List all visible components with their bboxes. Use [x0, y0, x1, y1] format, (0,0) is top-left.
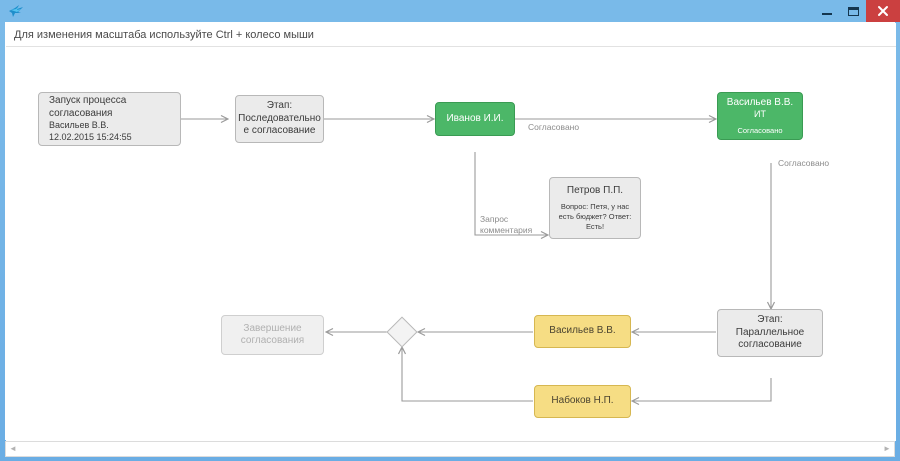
approver-vasilev-parallel-label: Васильев В.В. [549, 325, 616, 337]
minimize-button[interactable] [814, 0, 840, 22]
approver-vasilev-it-status: Согласовано [737, 125, 783, 135]
approver-vasilev-parallel-node[interactable]: Васильев В.В. [534, 315, 631, 348]
scroll-left-arrow-icon[interactable]: ◄ [9, 444, 17, 453]
stage-parallel-line2: Параллельное [735, 326, 805, 338]
edge-label-approved-ivanov: Согласовано [528, 122, 580, 132]
edge-stage-parallel-to-nabokov [632, 378, 772, 401]
edge-label-approved-vasilev: Согласовано [778, 158, 830, 168]
diagram-canvas-wrapper[interactable]: Запуск процесса согласования Васильев В.… [6, 46, 896, 441]
stage-sequential-line2: Последовательно [238, 112, 321, 124]
client-area: Для изменения масштаба используйте Ctrl … [5, 22, 896, 441]
approver-ivanov-label: Иванов И.И. [446, 112, 504, 124]
horizontal-scrollbar[interactable]: ◄ ► [5, 441, 895, 457]
app-bird-icon [8, 4, 24, 18]
zoom-hint-text: Для изменения масштаба используйте Ctrl … [6, 23, 896, 47]
approver-vasilev-it-dept: ИТ [754, 109, 766, 120]
start-process-timestamp: 12.02.2015 15:24:55 [49, 131, 132, 142]
approver-nabokov-label: Набоков Н.П. [551, 395, 614, 407]
window-controls [814, 0, 900, 22]
diagram-edges [181, 47, 896, 441]
edge-nabokov-to-gateway [402, 347, 533, 402]
approver-vasilev-it-node[interactable]: Васильев В.В. ИТ Согласовано [717, 92, 803, 140]
edge-ivanov-to-petrov [474, 152, 548, 235]
start-process-author: Васильев В.В. [49, 120, 109, 131]
stage-parallel-node[interactable]: Этап: Параллельное согласование [717, 309, 823, 357]
stage-sequential-line3: е согласование [243, 125, 316, 137]
finish-approval-line1: Завершение [243, 322, 302, 334]
edge-label-comment-request: Запрос комментария [480, 214, 533, 236]
start-process-title: Запуск процесса согласования [49, 95, 127, 119]
finish-approval-line2: согласования [240, 335, 305, 346]
title-bar [0, 0, 900, 22]
stage-parallel-line3: согласование [738, 339, 802, 351]
finish-approval-node[interactable]: Завершение согласования [221, 315, 324, 355]
approver-ivanov-node[interactable]: Иванов И.И. [435, 102, 515, 136]
start-process-node[interactable]: Запуск процесса согласования Васильев В.… [38, 92, 181, 146]
commenter-petrov-comment: Вопрос: Петя, у нас есть бюджет? Ответ: … [558, 202, 632, 231]
stage-sequential-line1: Этап: [266, 100, 293, 112]
approver-nabokov-node[interactable]: Набоков Н.П. [534, 385, 631, 418]
scroll-right-arrow-icon[interactable]: ► [883, 444, 891, 453]
diagram-canvas[interactable]: Запуск процесса согласования Васильев В.… [6, 47, 896, 441]
commenter-petrov-node[interactable]: Петров П.П. Вопрос: Петя, у нас есть бюд… [549, 177, 641, 239]
commenter-petrov-name: Петров П.П. [566, 184, 624, 196]
close-button[interactable] [866, 0, 900, 22]
stage-sequential-node[interactable]: Этап: Последовательно е согласование [235, 95, 324, 143]
stage-parallel-line1: Этап: [757, 314, 783, 326]
maximize-button[interactable] [840, 0, 866, 22]
approver-vasilev-it-name: Васильев В.В. [726, 96, 794, 108]
